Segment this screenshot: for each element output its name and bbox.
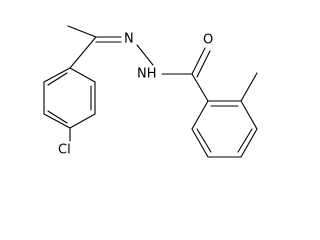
- hydrazide-nh-label: NH: [137, 67, 157, 82]
- bond: [69, 113, 96, 129]
- bond-ring-imine-c: [69, 36, 97, 69]
- bond: [240, 128, 258, 158]
- bond: [69, 67, 96, 83]
- bond: [43, 113, 71, 129]
- chlorophenyl-ring: [43, 67, 96, 129]
- bond-ortho-methyl: [240, 72, 258, 102]
- bond-double-inner: [47, 72, 68, 86]
- imine-n-label: N: [124, 32, 134, 47]
- methylphenyl-ring: [191, 100, 258, 158]
- chlorine-label: Cl: [58, 143, 71, 158]
- bond-double-inner: [47, 110, 68, 124]
- molecule-structure: Cl N NH O: [43, 25, 258, 158]
- bond-double-inner: [196, 128, 212, 153]
- bond-n-n: [136, 44, 154, 66]
- bond: [240, 100, 258, 130]
- bond-carbonyl-double: [191, 47, 206, 75]
- oxygen-label: O: [203, 33, 213, 48]
- bond: [43, 67, 71, 83]
- bond-double-inner: [237, 128, 253, 153]
- bond-methyl: [67, 25, 97, 38]
- bond-carbonyl-ring: [191, 73, 209, 102]
- bond-carbonyl-double: [196, 50, 211, 78]
- bond: [191, 128, 209, 158]
- bond: [191, 100, 209, 130]
